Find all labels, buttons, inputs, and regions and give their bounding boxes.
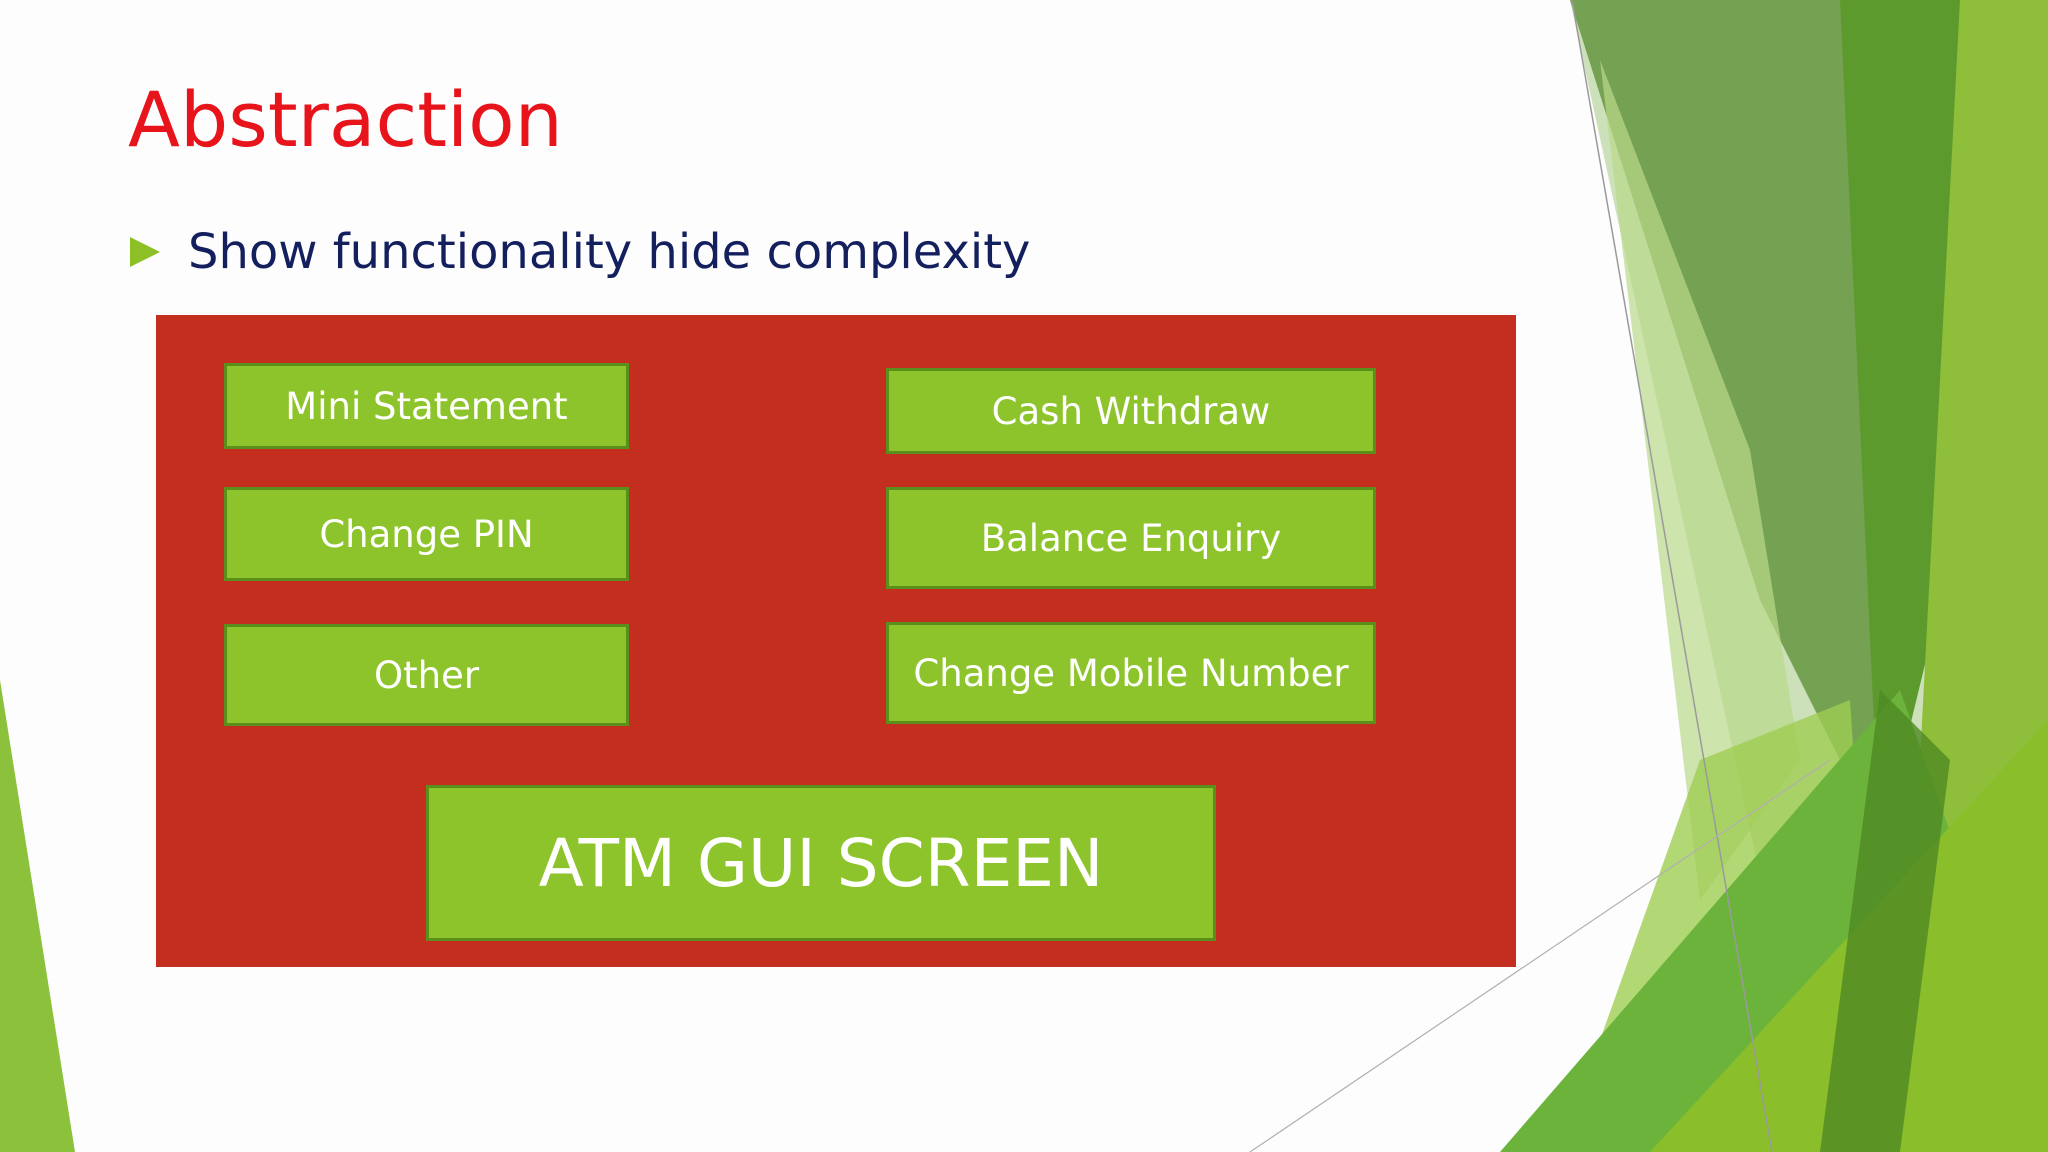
atm-panel: Mini Statement Change PIN Other Cash Wit… bbox=[156, 315, 1516, 967]
bullet-item: Show functionality hide complexity bbox=[130, 222, 1030, 282]
slide-title: Abstraction bbox=[128, 75, 563, 164]
bullet-text: Show functionality hide complexity bbox=[188, 224, 1031, 280]
change-pin-button[interactable]: Change PIN bbox=[224, 487, 629, 581]
balance-enquiry-button[interactable]: Balance Enquiry bbox=[886, 487, 1376, 589]
cash-withdraw-button[interactable]: Cash Withdraw bbox=[886, 368, 1376, 454]
triangle-bullet-icon bbox=[130, 237, 160, 267]
atm-gui-screen-label: ATM GUI SCREEN bbox=[426, 785, 1216, 941]
other-button[interactable]: Other bbox=[224, 624, 629, 726]
mini-statement-button[interactable]: Mini Statement bbox=[224, 363, 629, 449]
change-mobile-number-button[interactable]: Change Mobile Number bbox=[886, 622, 1376, 724]
